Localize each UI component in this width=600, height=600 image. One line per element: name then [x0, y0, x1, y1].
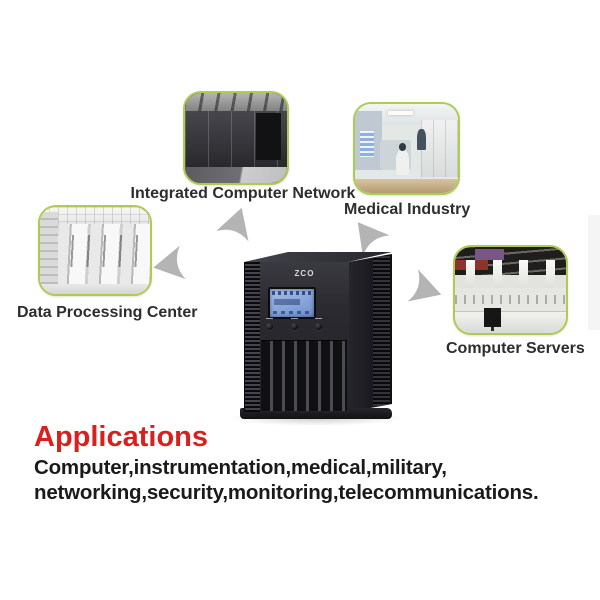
- ups-top-panel: [244, 252, 392, 262]
- medical-industry-photo: [353, 102, 460, 195]
- brand-logo: ZCO: [294, 269, 315, 278]
- lcd-display: [268, 287, 316, 319]
- ups-front-panel: ZCO: [244, 262, 349, 412]
- photo-detail: [492, 259, 502, 298]
- medical-industry-label: Medical Industry: [344, 201, 471, 218]
- lcd-segment-block: [274, 299, 301, 305]
- photo-detail: [466, 259, 475, 298]
- control-buttons: [266, 318, 322, 330]
- photo-detail: [40, 207, 150, 225]
- control-button: [290, 318, 298, 330]
- arrow-up-left-icon: [357, 222, 390, 257]
- photo-detail: [483, 308, 501, 331]
- computer-servers-photo: [453, 245, 568, 335]
- photo-detail: [360, 130, 374, 158]
- applications-heading: Applications: [34, 421, 209, 453]
- photo-detail: [40, 283, 150, 294]
- photo-detail: [416, 128, 427, 151]
- arrow-up-icon: [216, 207, 249, 242]
- photo-detail: [474, 248, 504, 260]
- photo-detail: [387, 111, 413, 116]
- photo-detail: [256, 112, 281, 160]
- front-slat-grille: [261, 340, 347, 411]
- photo-detail: [396, 143, 409, 176]
- ups-base: [240, 408, 392, 419]
- photo-detail: [40, 220, 150, 284]
- ups-side-panel: [348, 254, 392, 412]
- photo-detail: [185, 166, 287, 183]
- edge-artifact: [588, 215, 600, 330]
- photo-detail: [546, 259, 555, 298]
- photo-detail: [420, 120, 458, 177]
- integrated-computer-network-photo: [183, 91, 289, 185]
- side-vent-grille: [373, 254, 390, 406]
- ups-device: ZCO: [228, 252, 404, 426]
- photo-detail: [455, 311, 566, 333]
- arrow-right-icon: [407, 269, 442, 302]
- data-processing-center-label: Data Processing Center: [17, 304, 198, 321]
- lcd-segment-row: [273, 311, 311, 314]
- control-button: [315, 318, 322, 330]
- applications-line-2: networking,security,monitoring,telecommu…: [34, 481, 539, 504]
- integrated-computer-network-label: Integrated Computer Network: [130, 185, 356, 202]
- lcd-segment-row: [272, 291, 312, 295]
- front-vent-grille: [245, 262, 260, 412]
- arrow-left-icon: [153, 245, 186, 280]
- data-processing-center-photo: [38, 205, 152, 296]
- photo-detail: [455, 288, 566, 315]
- photo-detail: [185, 93, 287, 111]
- photo-detail: [519, 259, 529, 298]
- photo-detail: [40, 212, 58, 288]
- computer-servers-label: Computer Servers: [446, 340, 585, 357]
- applications-line-1: Computer,instrumentation,medical,militar…: [34, 456, 447, 479]
- control-button: [266, 318, 273, 330]
- photo-detail: [355, 178, 458, 193]
